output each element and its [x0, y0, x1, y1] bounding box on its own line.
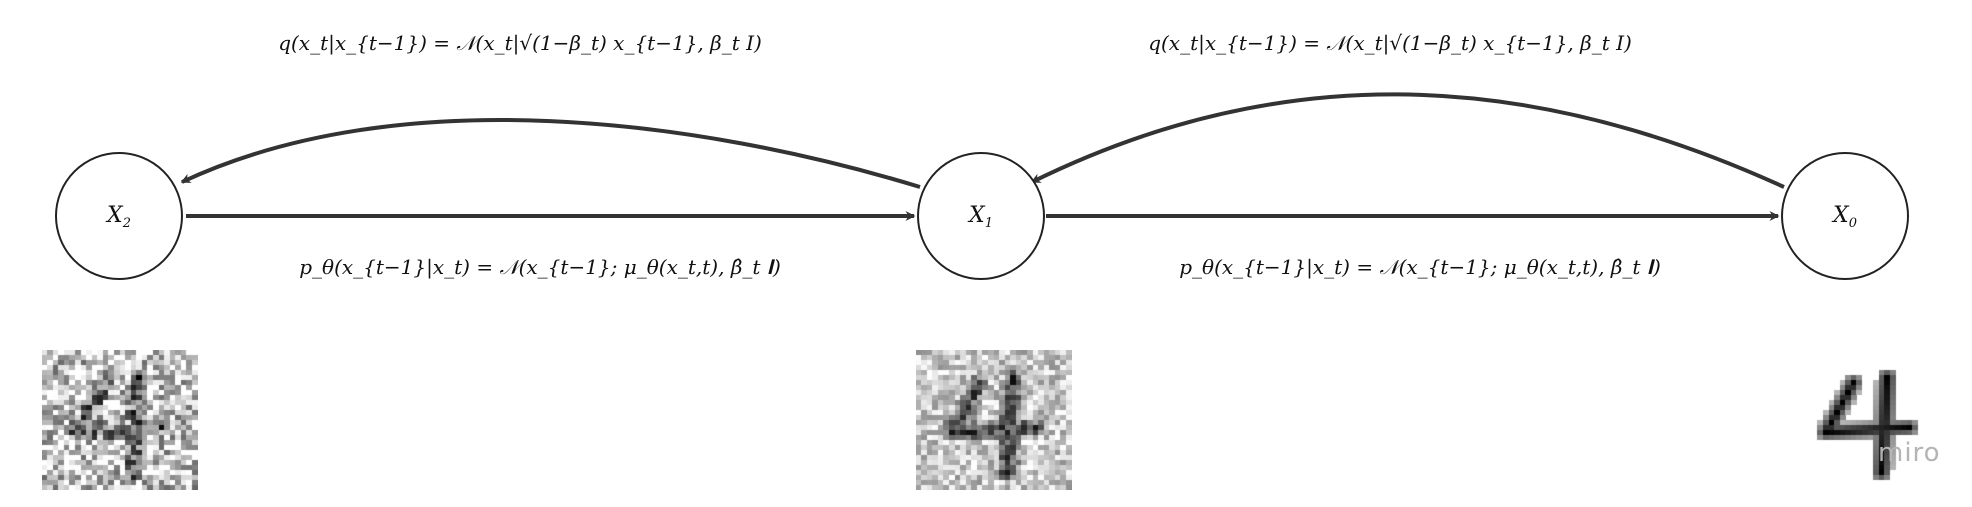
node-x1: X1 — [917, 152, 1045, 280]
forward-equation-right: q(x_t|x_{t−1}) = 𝒩(x_t|√(1−β_t) x_{t−1},… — [1148, 31, 1632, 56]
reverse-equation-right: p_θ(x_{t−1}|x_t) = 𝒩(x_{t−1}; μ_θ(x_t,t)… — [1179, 255, 1661, 280]
forward-equation-left: q(x_t|x_{t−1}) = 𝒩(x_t|√(1−β_t) x_{t−1},… — [278, 31, 762, 56]
node-x2-label: X — [105, 203, 124, 228]
node-x0: X0 — [1781, 152, 1909, 280]
node-x0-subscript: 0 — [1849, 216, 1857, 231]
node-x0-label: X — [1831, 203, 1850, 228]
node-x1-subscript: 1 — [985, 216, 993, 231]
miro-watermark: miro — [1878, 438, 1941, 468]
svg-text:X0: X0 — [1831, 203, 1857, 231]
node-x2: X2 — [55, 152, 183, 280]
noisy-digit-image-x2 — [42, 350, 198, 490]
node-x1-label: X — [967, 203, 986, 228]
forward-arrow-x1-to-x2 — [180, 118, 921, 189]
forward-arrow-x0-to-x1 — [1030, 92, 1785, 189]
noisy-digit-image-x1 — [916, 350, 1072, 490]
clean-digit-image-x0 — [1790, 350, 1946, 490]
svg-text:X2: X2 — [105, 203, 131, 231]
node-x2-subscript: 2 — [122, 216, 131, 231]
reverse-equation-left: p_θ(x_{t−1}|x_t) = 𝒩(x_{t−1}; μ_θ(x_t,t)… — [299, 255, 781, 280]
svg-text:X1: X1 — [967, 203, 993, 231]
